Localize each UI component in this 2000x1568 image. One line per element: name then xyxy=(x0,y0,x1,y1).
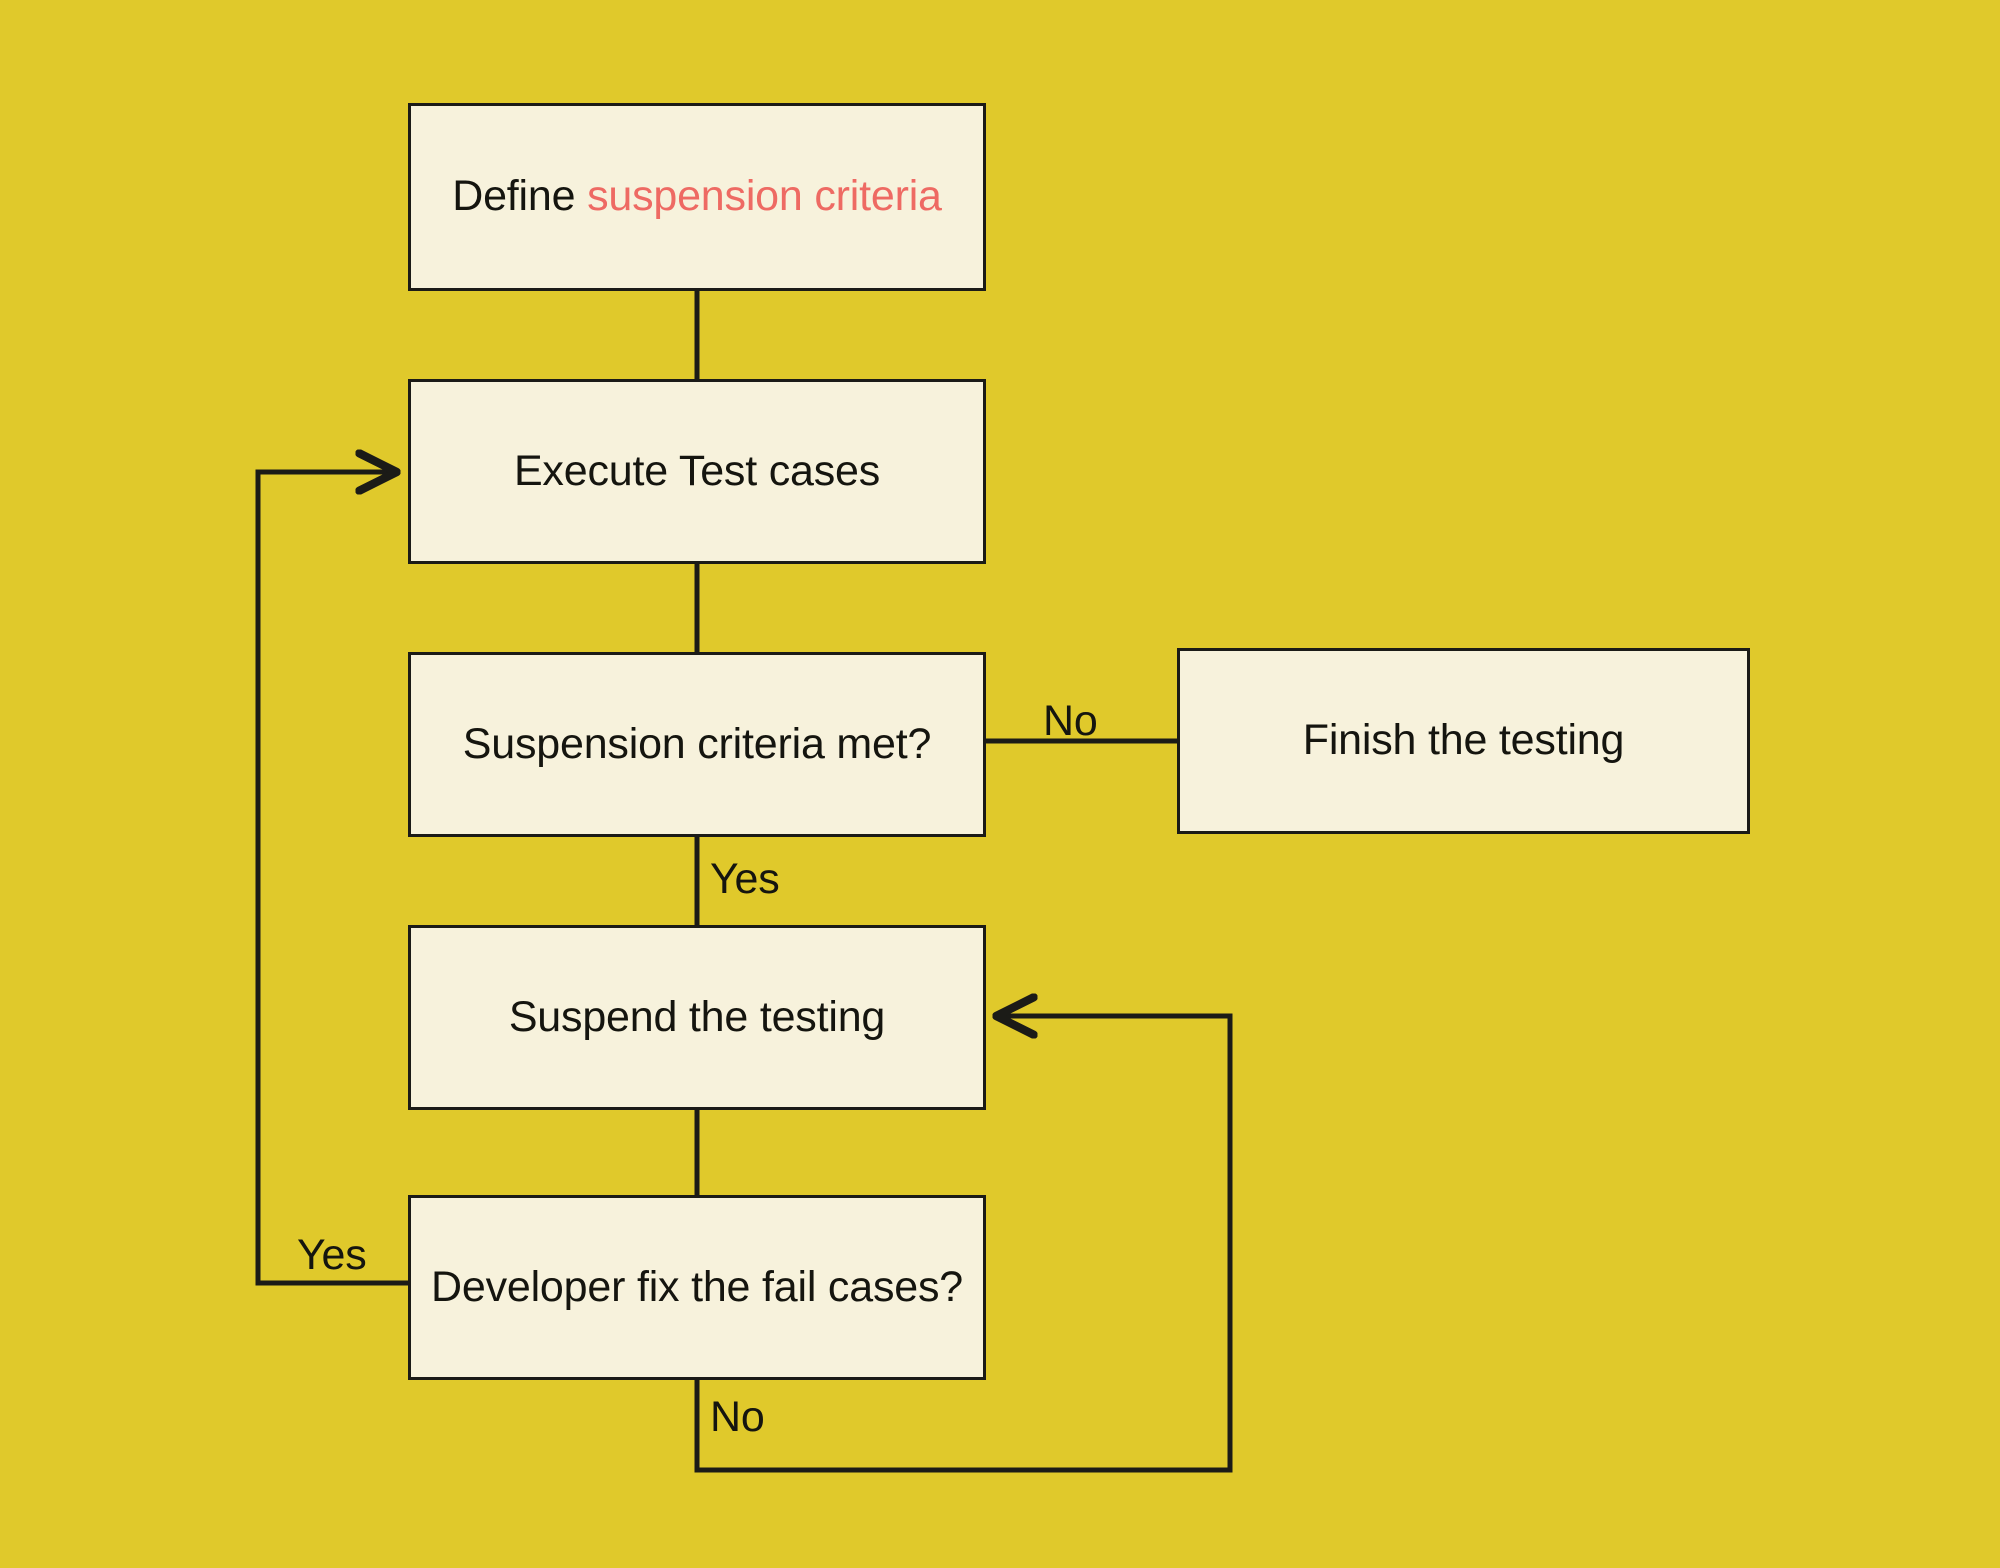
edge-developer-yes-loop xyxy=(255,472,408,1286)
node-developer-label: Developer fix the fail cases? xyxy=(431,1262,963,1311)
node-developer-fix-the-fail-cases[interactable]: Developer fix the fail cases? xyxy=(408,1195,986,1380)
node-suspend-label: Suspend the testing xyxy=(508,992,886,1041)
node-suspend-the-testing[interactable]: Suspend the testing xyxy=(408,925,986,1110)
node-execute-label: Execute Test cases xyxy=(513,446,881,495)
node-suspension-criteria-met[interactable]: Suspension criteria met? xyxy=(408,652,986,837)
node-execute-test-cases[interactable]: Execute Test cases xyxy=(408,379,986,564)
node-define-prefix: Define xyxy=(452,172,588,221)
edge-label-yes-criteria-met: Yes xyxy=(710,855,780,903)
node-finish-the-testing[interactable]: Finish the testing xyxy=(1177,648,1750,834)
node-define-label: Define suspension criteria xyxy=(452,169,942,224)
node-finish-label: Finish the testing xyxy=(1302,716,1625,765)
node-criteria-label: Suspension criteria met? xyxy=(462,719,932,768)
edge-label-no-developer-fix: No xyxy=(710,1393,765,1441)
node-define-accent: suspension criteria xyxy=(587,172,942,221)
edge-label-yes-developer-fix: Yes xyxy=(297,1231,367,1279)
edge-label-no-criteria-met: No xyxy=(1043,697,1098,745)
node-define-suspension-criteria[interactable]: Define suspension criteria xyxy=(408,103,986,291)
